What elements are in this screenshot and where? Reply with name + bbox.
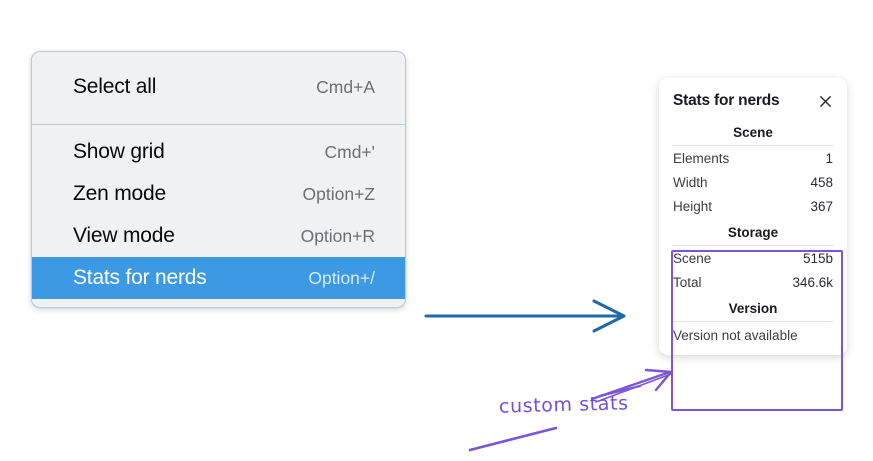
menu-item-label: Stats for nerds xyxy=(73,266,207,289)
section-rule xyxy=(672,145,834,146)
menu-item-select-all[interactable]: Select all Cmd+A xyxy=(32,66,405,108)
panel-title: Stats for nerds xyxy=(673,92,780,109)
stats-for-nerds-panel: Stats for nerds Scene Elements 1 Width 4… xyxy=(659,78,847,355)
menu-item-label: Select all xyxy=(73,75,157,98)
stat-value: 458 xyxy=(810,175,833,190)
close-icon[interactable] xyxy=(816,92,834,110)
stat-value: 367 xyxy=(810,199,833,214)
menu-item-view-mode[interactable]: View mode Option+R xyxy=(32,215,405,257)
menu-item-zen-mode[interactable]: Zen mode Option+Z xyxy=(32,173,405,215)
menu-divider xyxy=(32,124,405,125)
stat-row: Elements 1 xyxy=(659,146,847,170)
menu-section-2: Show grid Cmd+' Zen mode Option+Z View m… xyxy=(32,125,405,307)
handwritten-note: custom stats xyxy=(498,392,629,418)
flow-arrow-icon xyxy=(424,299,626,333)
menu-item-show-grid[interactable]: Show grid Cmd+' xyxy=(32,131,405,173)
menu-item-label: Zen mode xyxy=(73,182,166,205)
stat-name: Total xyxy=(673,275,702,290)
leader-stroke-icon xyxy=(468,426,558,452)
section-heading-scene: Scene xyxy=(733,125,773,140)
stat-name: Scene xyxy=(673,251,712,266)
stat-name: Elements xyxy=(673,151,730,166)
section-rule xyxy=(672,245,834,246)
panel-body: Scene Elements 1 Width 458 Height 367 St… xyxy=(659,122,847,346)
version-text: Version not available xyxy=(673,328,798,343)
menu-item-shortcut: Option+Z xyxy=(302,183,375,204)
stat-row: Width 458 xyxy=(659,170,847,194)
menu-item-label: View mode xyxy=(73,224,175,247)
menu-item-shortcut: Cmd+' xyxy=(324,141,375,162)
stat-name: Width xyxy=(673,175,708,190)
stat-name: Height xyxy=(673,199,713,214)
stat-value: 346.6k xyxy=(792,275,833,290)
section-heading-storage: Storage xyxy=(727,225,779,240)
panel-header: Stats for nerds xyxy=(659,89,847,113)
stat-value: 515b xyxy=(802,251,833,266)
stat-row: Total 346.6k xyxy=(659,270,847,294)
section-heading-version: Version xyxy=(728,301,778,316)
stat-row: Scene 515b xyxy=(659,246,847,270)
stat-row: Height 367 xyxy=(659,194,847,218)
menu-item-shortcut: Option+/ xyxy=(308,267,375,288)
context-menu[interactable]: Select all Cmd+A Show grid Cmd+' Zen mod… xyxy=(31,51,406,308)
menu-item-stats-for-nerds[interactable]: Stats for nerds Option+/ xyxy=(32,257,405,299)
menu-item-shortcut: Cmd+A xyxy=(316,76,375,97)
menu-item-shortcut: Option+R xyxy=(300,225,375,246)
menu-section-1: Select all Cmd+A xyxy=(32,52,405,124)
stat-value: 1 xyxy=(825,151,833,166)
section-rule xyxy=(672,321,834,322)
menu-item-label: Show grid xyxy=(73,140,165,163)
